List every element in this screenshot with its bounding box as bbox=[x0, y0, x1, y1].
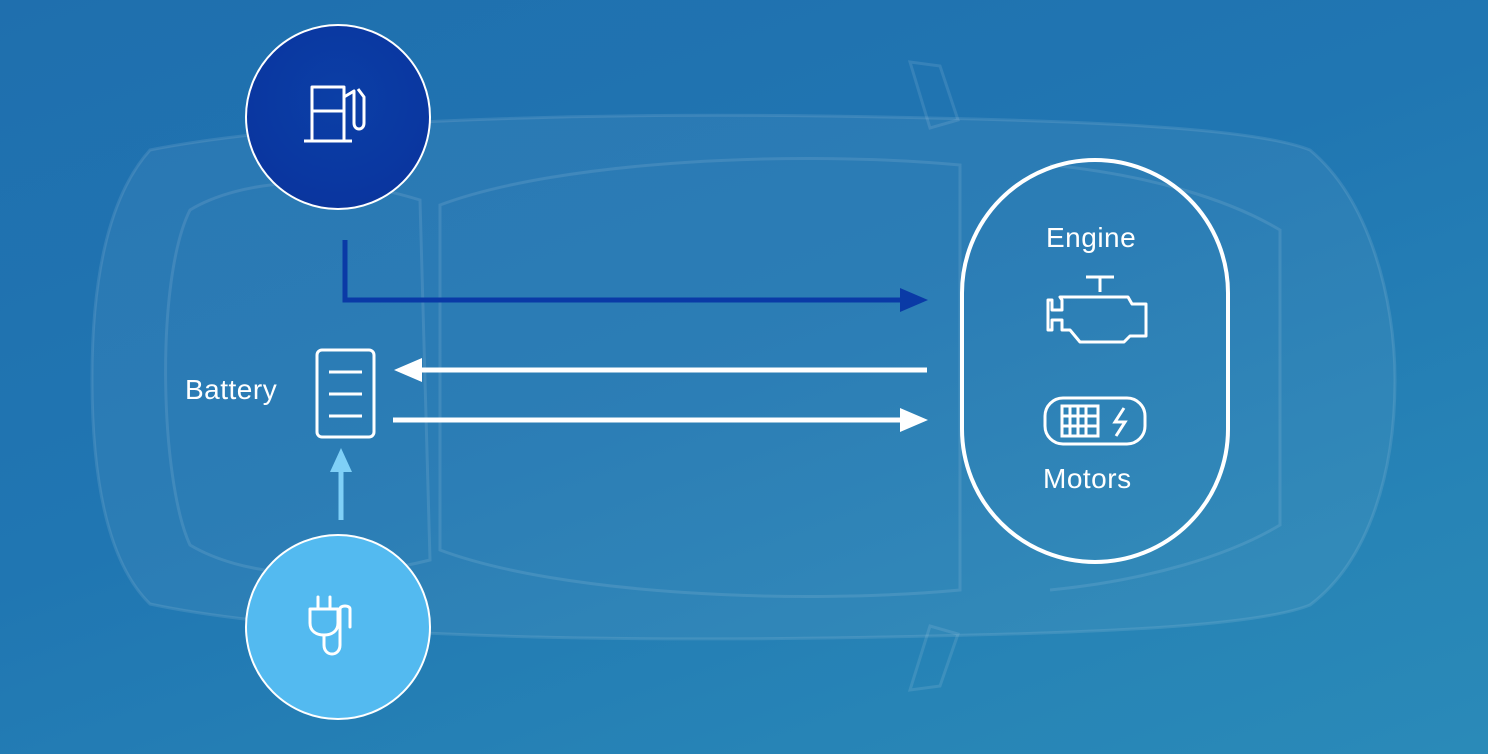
motor-icon bbox=[1043, 396, 1147, 446]
fuel-source-circle bbox=[245, 24, 431, 210]
fuel-flow-arrow bbox=[342, 240, 928, 312]
motors-label: Motors bbox=[1043, 463, 1132, 494]
plug-icon bbox=[308, 595, 352, 656]
battery-to-motors-arrow bbox=[393, 408, 928, 432]
engine-label: Engine bbox=[1046, 222, 1137, 253]
battery-label: Battery bbox=[185, 374, 278, 405]
engine-icon bbox=[1046, 275, 1148, 344]
fuel-pump-icon bbox=[304, 85, 366, 143]
plug-source-circle bbox=[245, 534, 431, 720]
regen-arrow bbox=[394, 358, 927, 382]
plug-charge-arrow bbox=[330, 448, 352, 520]
battery-icon bbox=[315, 348, 376, 439]
powertrain-capsule bbox=[960, 158, 1230, 564]
